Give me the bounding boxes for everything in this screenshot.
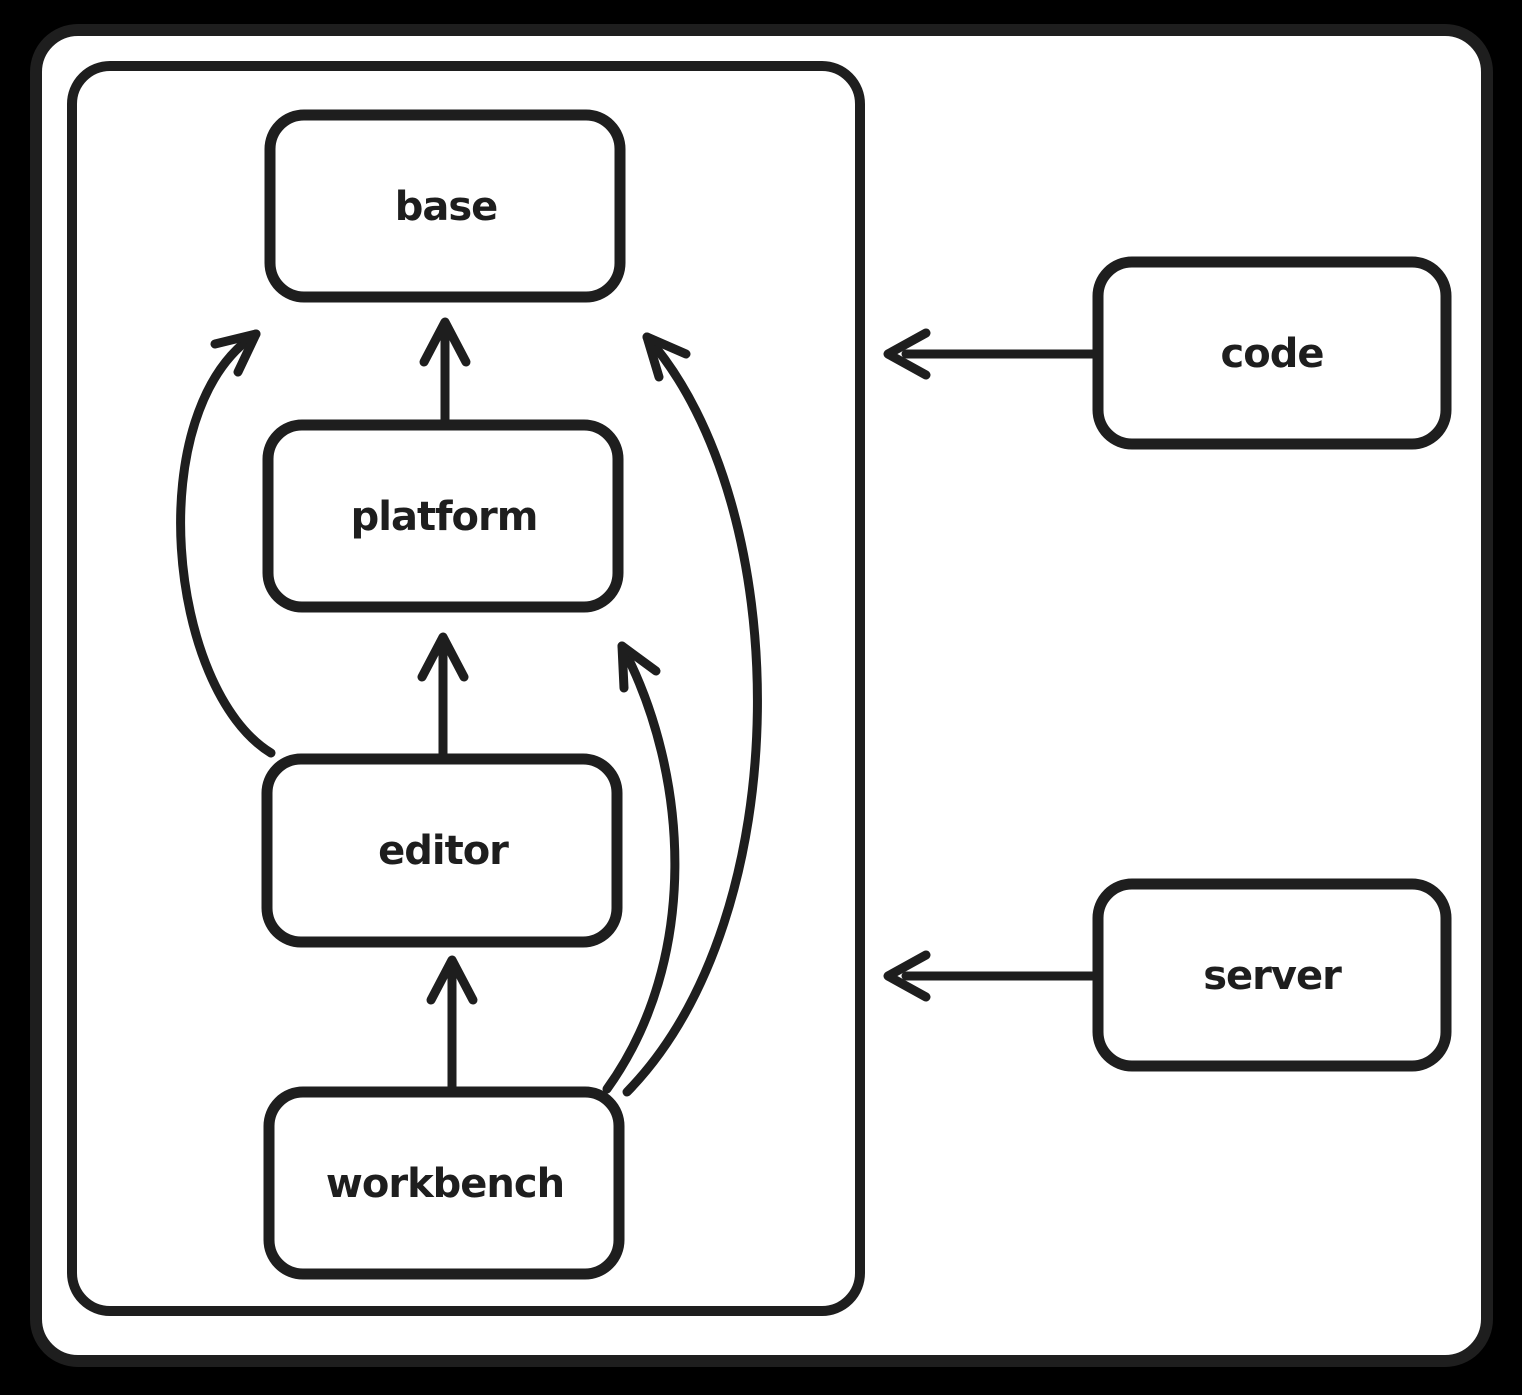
arrowhead-upright-icon	[210, 329, 261, 377]
arrowhead-upleft-icon	[642, 332, 691, 382]
node-server: server	[1092, 878, 1452, 1072]
node-editor-box	[261, 753, 623, 948]
arrow-workbench-to-editor	[426, 955, 478, 1096]
node-platform-label: platform	[351, 494, 538, 540]
node-workbench-label: workbench	[326, 1161, 564, 1207]
node-code-box	[1092, 256, 1452, 450]
node-code: code	[1092, 256, 1452, 450]
node-workbench: workbench	[263, 1086, 625, 1280]
arrow-workbench-to-platform-curve	[602, 641, 680, 1094]
node-workbench-box	[263, 1086, 625, 1280]
arrow-editor-to-base-curve	[176, 329, 276, 758]
node-server-box	[1092, 878, 1452, 1072]
node-server-label: server	[1203, 953, 1342, 999]
node-platform: platform	[262, 419, 624, 613]
arrowhead-up-icon	[419, 317, 471, 367]
arrowhead-left-icon	[883, 950, 931, 1002]
arrow-code-to-group	[883, 328, 1103, 380]
node-base-box	[264, 109, 626, 303]
node-code-label: code	[1221, 331, 1324, 377]
arrow-workbench-to-base	[622, 332, 762, 1097]
node-base: base	[264, 109, 626, 303]
node-editor-label: editor	[378, 828, 509, 874]
node-platform-box	[262, 419, 624, 613]
node-editor: editor	[261, 753, 623, 948]
group-container	[67, 61, 865, 1316]
arrow-editor-to-platform	[417, 632, 469, 763]
arrowhead-left-icon	[883, 328, 931, 380]
arrow-platform-to-base	[419, 317, 471, 429]
arrow-editor-to-base	[176, 329, 276, 758]
arrow-workbench-to-platform	[602, 641, 680, 1094]
arrowhead-up-icon	[417, 632, 469, 682]
arrowhead-upleft-icon	[617, 641, 661, 693]
arrowhead-up-icon	[426, 955, 478, 1005]
node-base-label: base	[395, 184, 498, 230]
arrow-server-to-group	[883, 950, 1103, 1002]
arrow-workbench-to-base-curve	[622, 332, 762, 1097]
